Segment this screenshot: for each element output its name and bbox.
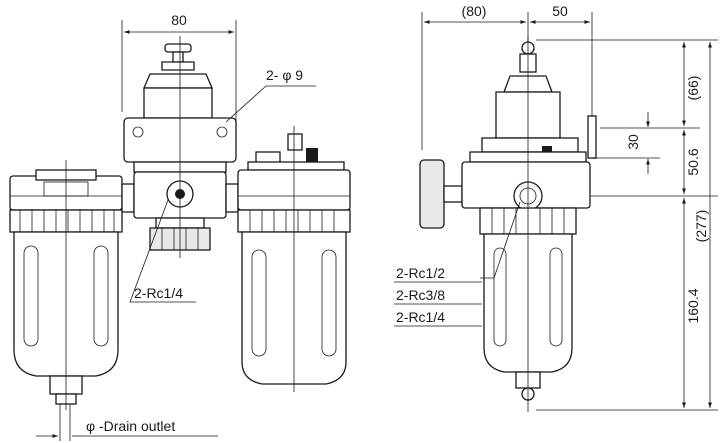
dimension-width: 80 [121,12,237,122]
height-mid-label: 30 [625,134,641,150]
drain-callout: φ -Drain outlet [36,404,218,441]
port-label-front: 2-Rc1/4 [134,285,183,301]
height-body-label: 50.6 [685,148,701,175]
filter-unit-left [9,160,123,410]
port-label-1: 2-Rc1/2 [396,265,445,281]
pressure-gauge [419,159,463,229]
regulator [123,36,237,258]
mount-hole-callout: 2- φ 9 [225,67,316,123]
height-total-label: (277) [693,210,709,243]
port-label-2: 2-Rc3/8 [396,287,445,303]
port-callouts-side: 2-Rc1/2 2-Rc3/8 2-Rc1/4 [394,201,521,327]
height-top-label: (66) [685,76,701,101]
lubricator-unit [237,126,351,392]
side-view: (80) 50 [394,3,718,412]
mount-hole-label: 2- φ 9 [266,67,303,83]
depth-right-label: 50 [552,3,568,19]
port-label-3: 2-Rc1/4 [396,309,445,325]
drain-label: φ -Drain outlet [86,418,175,434]
width-label: 80 [171,12,187,28]
height-bowl-label: 160.4 [685,288,701,323]
front-view: 80 [9,12,351,441]
port-callout-front: 2-Rc1/4 [129,199,196,303]
dimension-depth: (80) 50 [421,3,593,150]
dimension-heights: (66) 30 50.6 160.4 (277) [536,39,718,411]
depth-left-label: (80) [462,3,487,19]
side-body [461,36,597,412]
